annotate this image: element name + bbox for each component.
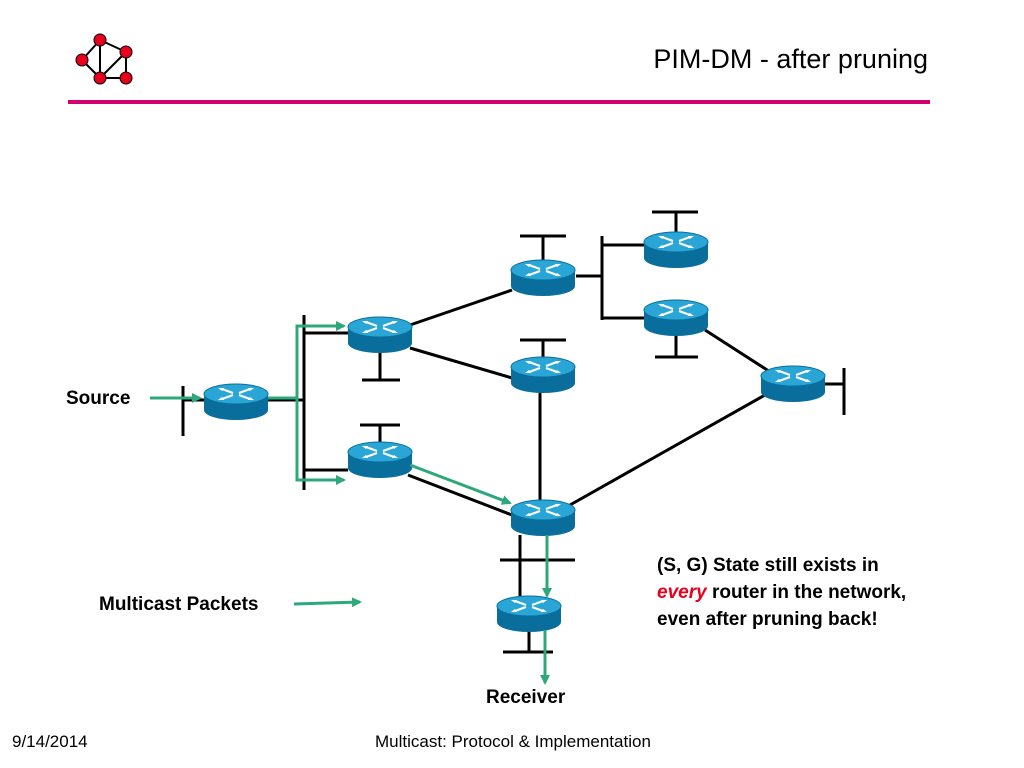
network-logo-icon	[75, 33, 133, 85]
note-line-2-rest: router in the network,	[706, 582, 907, 603]
title-rule	[68, 100, 930, 104]
note-line-1: (S, G) State still exists in	[657, 555, 879, 576]
router-icon	[510, 499, 576, 537]
legend-label: Multicast Packets	[99, 594, 259, 615]
router-icon	[643, 299, 709, 337]
footer-title: Multicast: Protocol & Implementation	[375, 732, 651, 751]
router-icon	[510, 356, 576, 394]
multicast-flow	[150, 321, 552, 685]
router-icon	[347, 441, 413, 479]
router-icon	[496, 595, 562, 633]
footer-date: 9/14/2014	[12, 732, 88, 751]
note-line-3: even after pruning back!	[657, 609, 878, 630]
network-links	[181, 210, 846, 654]
router-icon	[203, 383, 269, 421]
state-note: (S, G) State still exists in every route…	[657, 552, 906, 633]
note-emphasis: every	[657, 582, 707, 603]
router-icon	[347, 316, 413, 354]
note-line-2: every router in the network,	[657, 579, 906, 606]
router-icon	[760, 365, 826, 403]
receiver-label: Receiver	[486, 687, 566, 708]
router-icon	[510, 259, 576, 297]
source-label: Source	[66, 388, 131, 409]
router-icon	[643, 231, 709, 269]
slide-title: PIM-DM - after pruning	[653, 44, 928, 74]
